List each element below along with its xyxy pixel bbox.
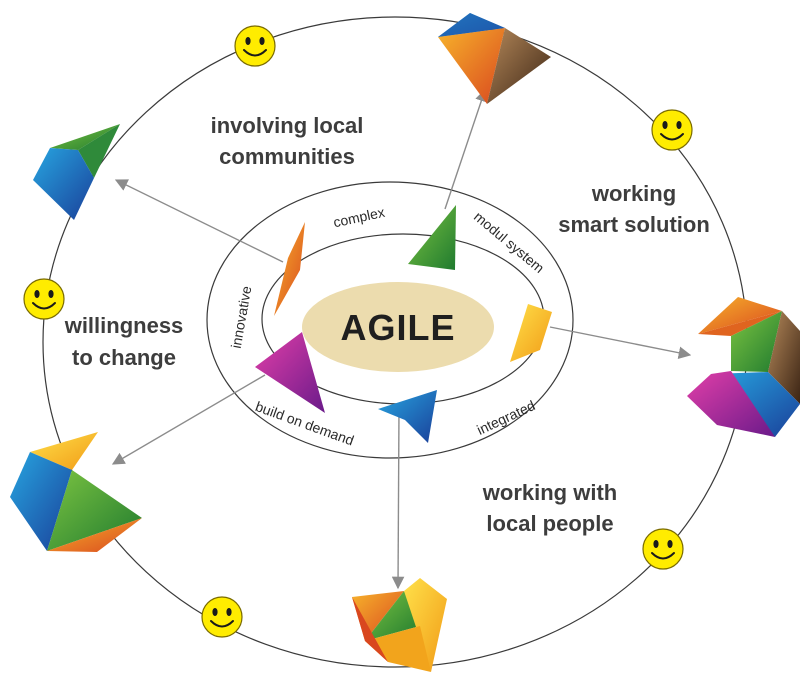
- svg-text:working with: working with: [482, 480, 617, 505]
- label-working-with-local-people: working with local people: [482, 480, 617, 536]
- shard-orange-icon: [274, 222, 305, 316]
- middle-ring: [206, 181, 574, 459]
- polyhedron-top-icon: [438, 13, 551, 104]
- svg-text:willingness: willingness: [64, 313, 184, 338]
- svg-text:involving local: involving local: [211, 113, 364, 138]
- shard-yellow-icon: [510, 304, 552, 362]
- svg-text:working: working: [591, 181, 676, 206]
- label-innovative: innovative: [228, 284, 255, 349]
- smiley-top-right-icon: [651, 109, 693, 151]
- arrow-to-top: [444, 88, 488, 210]
- smiley-left-icon: [23, 278, 65, 320]
- polyhedron-left-icon: [10, 432, 142, 552]
- label-modul-system: modul system: [471, 208, 547, 276]
- center-ellipse: [302, 282, 494, 372]
- center-label: AGILE: [340, 307, 455, 348]
- arrow-to-right: [549, 326, 692, 359]
- shard-magenta-icon: [255, 332, 325, 413]
- label-willingness-to-change: willingness to change: [64, 313, 184, 370]
- label-complex: complex: [332, 204, 386, 230]
- arrow-to-bottom: [391, 407, 405, 590]
- svg-text:smart solution: smart solution: [558, 212, 710, 237]
- smiley-bottom-left-icon: [201, 596, 243, 638]
- shard-green-icon: [408, 205, 456, 270]
- smiley-bottom-right-icon: [642, 528, 684, 570]
- polyhedron-right-icon: [687, 297, 800, 437]
- svg-text:to change: to change: [72, 345, 176, 370]
- arrow-to-left: [111, 374, 266, 465]
- shard-blue-icon: [378, 390, 437, 443]
- svg-text:communities: communities: [219, 144, 355, 169]
- smiley-top-left-icon: [234, 25, 276, 67]
- label-integrated: integrated: [474, 397, 537, 438]
- polyhedron-bottom-icon: [352, 578, 447, 672]
- polyhedron-top-left-icon: [33, 124, 120, 220]
- svg-text:local people: local people: [486, 511, 613, 536]
- label-involving-local-communities: involving local communities: [211, 113, 364, 169]
- label-working-smart-solution: working smart solution: [558, 181, 710, 237]
- arrow-to-top-left: [114, 179, 284, 263]
